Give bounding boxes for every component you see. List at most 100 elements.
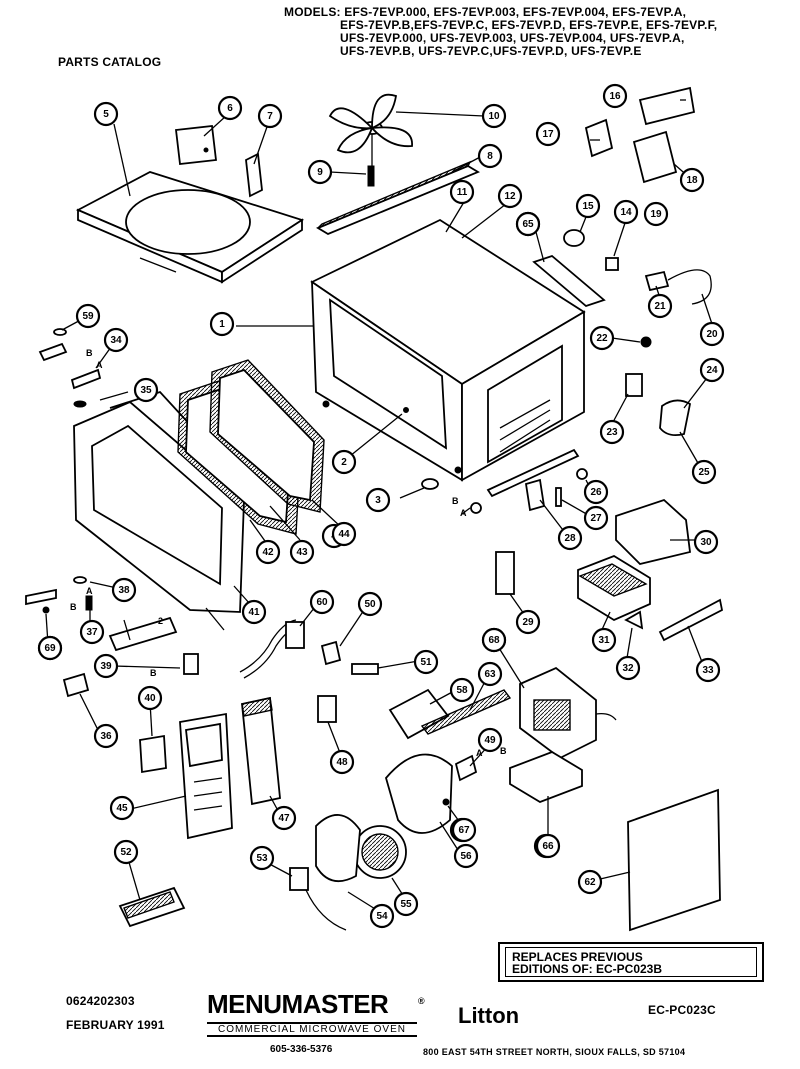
callout-number: 3: [375, 495, 381, 506]
brand-logo: MENUMASTER: [207, 989, 389, 1019]
callout-number: 69: [44, 643, 56, 654]
parts-catalog-label: PARTS CATALOG: [58, 55, 162, 69]
callout-26: 26: [583, 479, 609, 505]
callout-number: 9: [317, 167, 323, 178]
letter-b: B: [150, 668, 157, 678]
transformer-part: [519, 666, 617, 760]
callout-39: 39: [93, 653, 119, 679]
callout-23: 23: [599, 419, 625, 445]
callout-37: 37: [79, 619, 105, 645]
callout-number: 47: [278, 813, 290, 824]
callout-number: 37: [86, 627, 98, 638]
cover-plate-part: [175, 125, 217, 165]
shaft-part: [367, 165, 375, 187]
callout-number: 29: [522, 617, 534, 628]
control-panel-part: [179, 712, 233, 840]
oven-cabinet-part: [310, 218, 586, 482]
callout-30: 30: [693, 529, 719, 555]
callout-number: 55: [400, 899, 412, 910]
callout-50: 50: [357, 591, 383, 617]
callout-28: 28: [557, 525, 583, 551]
mounting-bracket-part: [62, 672, 90, 698]
callout-number: 63: [484, 669, 496, 680]
models-line: MODELS: EFS-7EVP.000, EFS-7EVP.003, EFS-…: [284, 5, 687, 19]
callout-number: 16: [609, 91, 621, 102]
callout-number: 18: [686, 175, 698, 186]
callout-29: 29: [515, 609, 541, 635]
callout-number: 26: [590, 487, 602, 498]
callout-number: 20: [706, 329, 718, 340]
callout-number: 36: [100, 731, 112, 742]
callout-number: 8: [487, 151, 493, 162]
callout-number: 28: [564, 533, 576, 544]
callout-9: 9: [307, 159, 333, 185]
callout-48: 48: [329, 749, 355, 775]
callout-49: 49: [477, 727, 503, 753]
callout-number: 59: [82, 311, 94, 322]
letter-b: B: [70, 602, 77, 612]
models-line: EFS-7EVP.B,EFS-7EVP.C, EFS-7EVP.D, EFS-7…: [340, 18, 718, 32]
callout-number: 53: [256, 853, 268, 864]
callout-42: 42: [255, 539, 281, 565]
callout-number: 6: [227, 103, 233, 114]
callout-number: 14: [620, 207, 632, 218]
magnetron-part: [577, 554, 651, 622]
screw-part: [442, 754, 478, 806]
thermostat-part: [584, 86, 696, 184]
callout-59: 59: [75, 303, 101, 329]
replaces-line-2: EDITIONS OF: EC-PC023B: [512, 962, 663, 976]
callout-number: 43: [296, 547, 308, 558]
letter-b: B: [86, 348, 93, 358]
callout-68: 68: [481, 627, 507, 653]
callout-27: 27: [583, 505, 609, 531]
callout-55: 55: [393, 891, 419, 917]
door-assembly-part: [73, 359, 325, 613]
letter-marks: B A B A B A B 2 A B: [70, 348, 507, 758]
letter-a: A: [460, 508, 467, 518]
callout-number: 30: [700, 537, 712, 548]
callout-44: 44: [331, 521, 357, 547]
callout-number: 34: [110, 335, 122, 346]
callout-56: 56: [453, 843, 479, 869]
callout-number: 2: [341, 457, 347, 468]
callout-66: 66: [535, 833, 561, 859]
callout-number: 65: [522, 219, 534, 230]
callout-number: 10: [488, 111, 500, 122]
callout-11: 11: [449, 179, 475, 205]
callout-3: 3: [365, 487, 391, 513]
air-duct-part: [615, 498, 691, 565]
interlock-switch-part: [108, 616, 199, 675]
callout-35: 35: [133, 377, 159, 403]
callout-19: 19: [643, 201, 669, 227]
callout-number: 5: [103, 109, 109, 120]
callout-7: 7: [257, 103, 283, 129]
callout-33: 33: [695, 657, 721, 683]
publication-date: FEBRUARY 1991: [66, 1018, 165, 1032]
callout-16: 16: [602, 83, 628, 109]
callout-5: 5: [93, 101, 119, 127]
lever-part: [25, 576, 93, 614]
callout-17: 17: [535, 121, 561, 147]
callout-number: 1: [219, 319, 225, 330]
models-list: MODELS: EFS-7EVP.000, EFS-7EVP.003, EFS-…: [284, 6, 794, 58]
replaces-box: REPLACES PREVIOUS EDITIONS OF: EC-PC023B: [498, 942, 764, 982]
callout-63: 63: [477, 661, 503, 687]
callout-10: 10: [481, 103, 507, 129]
callout-40: 40: [137, 685, 163, 711]
switch-small-part: [317, 640, 379, 723]
callout-number: 68: [488, 635, 500, 646]
callout-1: 1: [209, 311, 235, 337]
callout-number: 51: [420, 657, 432, 668]
callout-number: 48: [336, 757, 348, 768]
callout-number: 17: [542, 129, 554, 140]
terminal-part: [625, 336, 692, 437]
callout-number: 33: [702, 665, 714, 676]
callout-number: 40: [144, 693, 156, 704]
callout-51: 51: [413, 649, 439, 675]
callout-6: 6: [217, 95, 243, 121]
callout-60: 60: [309, 589, 335, 615]
callout-2: 2: [331, 449, 357, 475]
callout-31: 31: [591, 627, 617, 653]
brand-tagline: COMMERCIAL MICROWAVE OVEN: [207, 1022, 417, 1037]
callout-number: 11: [457, 187, 468, 198]
